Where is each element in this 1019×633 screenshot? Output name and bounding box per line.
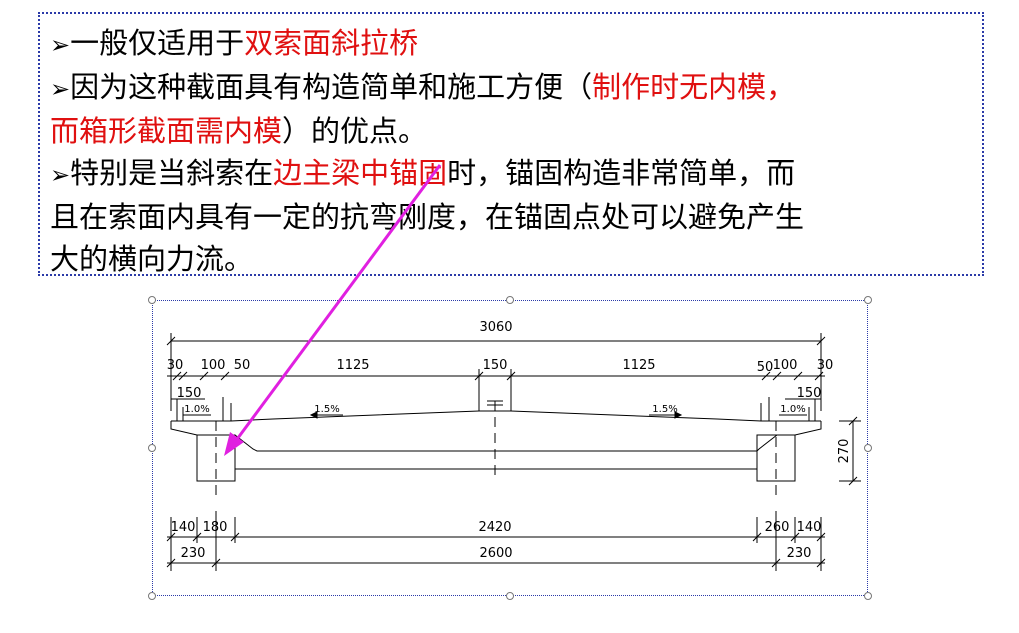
tick (816, 336, 826, 346)
dim-text: 1125 (622, 358, 655, 373)
deck-bottom (170, 421, 822, 452)
slope-text-edge-left: 1.0% (184, 404, 209, 415)
slope-text-edge-right: 1.0% (780, 404, 805, 415)
highlight-run: 边主梁中锚固 (273, 156, 448, 190)
text-run: 大的横向力流。 (50, 242, 254, 276)
dim-text: 1125 (336, 358, 369, 373)
resize-handle-w[interactable] (148, 444, 156, 452)
resize-handle-n[interactable] (506, 296, 514, 304)
line-4: ➢特别是当斜索在边主梁中锚固时，锚固构造非常简单，而 (50, 152, 982, 196)
text-run: 时，锚固构造非常简单，而 (447, 156, 796, 190)
slope-arrowhead-left (309, 411, 318, 419)
text-run: 且在索面内具有一定的抗弯刚度，在锚固点处可以避免产生 (50, 200, 805, 234)
resize-handle-se[interactable] (864, 592, 872, 600)
resize-handle-s[interactable] (506, 592, 514, 600)
dim-text: 30 (817, 358, 834, 373)
line-3: 而箱形截面需内模）的优点。 (50, 110, 982, 152)
text-run: 特别是当斜索在 (70, 156, 274, 190)
dim-text: 140 (797, 520, 822, 535)
highlight-run: 制作时无内模， (592, 70, 796, 104)
line-5: 且在索面内具有一定的抗弯刚度，在锚固点处可以避免产生 (50, 196, 982, 238)
resize-handle-ne[interactable] (864, 296, 872, 304)
edge-girder-left (196, 434, 236, 482)
dim-text-height: 270 (837, 439, 852, 464)
resize-handle-sw[interactable] (148, 592, 156, 600)
dim-text: 100 (201, 358, 226, 373)
dim-text: 2420 (478, 520, 511, 535)
median-barrier (487, 400, 503, 412)
pointer-arrow[interactable] (230, 164, 442, 447)
dim-text: 50 (234, 358, 251, 373)
dim-text-total: 3060 (479, 320, 512, 335)
cross-section-svg: 3060 30 100 50 1125 150 1125 50 100 30 1… (166, 320, 861, 571)
highlight-run: 双索面斜拉桥 (244, 26, 419, 60)
text-run: 因为这种截面具有构造简单和施工方便（ (70, 70, 593, 104)
bullet-icon: ➢ (50, 161, 71, 189)
dim-text: 230 (181, 546, 206, 561)
dim-text: 140 (171, 520, 196, 535)
dim-text: 260 (765, 520, 790, 535)
slope-text-left: 1.5% (314, 404, 339, 415)
pointer-arrowhead (224, 432, 244, 456)
slope-text-right: 1.5% (652, 404, 677, 415)
text-run: ）的优点。 (282, 114, 428, 148)
dim-text: 2600 (479, 546, 512, 561)
line-2: ➢因为这种截面具有构造简单和施工方便（制作时无内模， (50, 66, 982, 110)
edge-girder-right (756, 434, 796, 482)
line-6: 大的横向力流。 (50, 238, 982, 280)
dim-text: 180 (203, 520, 228, 535)
dim-text-side-right: 150 (797, 386, 822, 401)
bullet-icon: ➢ (50, 31, 71, 59)
text-run: 一般仅适用于 (70, 26, 245, 60)
resize-handle-e[interactable] (864, 444, 872, 452)
dim-text: 100 (773, 358, 798, 373)
bullet-icon: ➢ (50, 75, 71, 103)
line-1: ➢一般仅适用于双索面斜拉桥 (50, 22, 982, 66)
dim-text: 150 (483, 358, 508, 373)
dim-text: 30 (167, 358, 184, 373)
slope-arrowhead-right (674, 411, 683, 419)
dim-text: 230 (787, 546, 812, 561)
dim-text-side-left: 150 (177, 386, 202, 401)
text-box[interactable]: ➢一般仅适用于双索面斜拉桥 ➢因为这种截面具有构造简单和施工方便（制作时无内模，… (38, 12, 984, 276)
tick (166, 336, 176, 346)
dim-text: 50 (757, 360, 774, 375)
resize-handle-nw[interactable] (148, 296, 156, 304)
highlight-run: 而箱形截面需内模 (50, 114, 283, 148)
cross-section-drawing[interactable]: 3060 30 100 50 1125 150 1125 50 100 30 1… (152, 300, 868, 596)
